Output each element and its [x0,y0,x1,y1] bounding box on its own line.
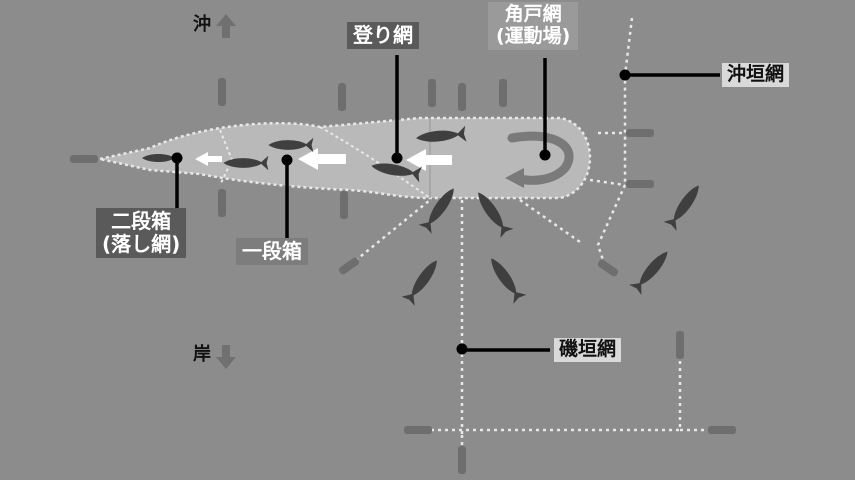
iso-gaki-ami-label: 磯垣網 [554,338,622,362]
nobori-ami-label: 登り網 [347,22,419,49]
buoys [70,78,736,474]
callout-dots [171,69,631,355]
ichidan-bako-label: 一段箱 [236,238,308,265]
up-arrow-icon [216,14,236,38]
flow-arrows [195,148,452,171]
offshore-label: 沖 [193,14,211,35]
nidan-bako-line1: 二段箱 [111,209,172,233]
guide-net-ropes [349,17,720,455]
fish-approaching [401,180,706,306]
kakudo-ami-line2: (運動場) [496,24,571,47]
oki-gaki-ami-label: 沖垣網 [722,63,790,87]
callout-lines [175,55,720,352]
nidan-bako-label: 二段箱 (落し網) [96,208,187,258]
kakudo-ami-line1: 角戸網 [504,3,562,25]
kakudo-ami-label: 角戸網 (運動場) [488,2,579,50]
shore-label: 岸 [193,344,211,365]
down-arrow-icon [216,345,236,369]
nidan-bako-line2: (落し網) [102,232,181,256]
